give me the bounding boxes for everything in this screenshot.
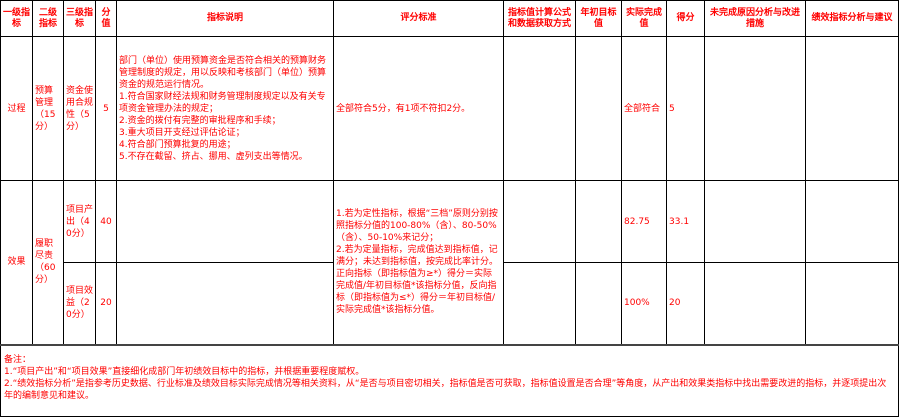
target-cell [575,180,622,263]
description-cell: 部门（单位）使用预算资金是否符合相关的预算财务管理制度的规定，用以反映和考核部门… [116,36,334,181]
actual-cell: 全部符合 [621,36,667,181]
header-suggestion: 绩效指标分析与建议 [805,0,899,37]
criteria-cell: 1.若为定性指标，根据“三档”原则分别按照指标分值的100-80%（含）、80-… [333,180,504,345]
level3-cell: 项目效益（20分） [63,262,96,345]
header-level3: 三级指标 [63,0,96,37]
actual-cell: 82.75 [621,180,667,263]
header-level2: 二级指标 [32,0,64,37]
formula-cell [503,262,576,345]
suggestion-cell [805,36,899,181]
formula-cell [503,180,576,263]
table-row: 过程 预算管理（15分） 资金使用合规性（5分） 5 部门（单位）使用预算资金是… [0,36,899,181]
level2-cell: 预算管理（15分） [32,36,64,181]
header-criteria: 评分标准 [333,0,504,37]
earned-cell: 5 [666,36,705,181]
header-score-value: 分值 [95,0,117,37]
notes-cell: 备注： 1.“项目产出”和“项目效果”直接细化成部门年初绩效目标中的指标，并根据… [0,343,899,417]
header-earned: 得分 [666,0,705,37]
suggestion-cell [805,262,899,345]
target-cell [575,36,622,181]
table-row: 效果 履职尽责（60分） 项目产出（40分） 40 1.若为定性指标，根据“三档… [0,180,899,345]
header-target: 年初目标值 [575,0,622,37]
suggestion-cell [805,180,899,263]
notes-row: 备注： 1.“项目产出”和“项目效果”直接细化成部门年初绩效目标中的指标，并根据… [0,343,899,417]
header-row: 一级指标 二级指标 三级指标 分值 指标说明 评分标准 指标值计算公式和数据获取… [0,0,899,37]
level2-cell: 履职尽责（60分） [32,180,64,345]
score-value-cell: 40 [95,180,117,263]
description-cell [116,262,334,345]
target-cell [575,262,622,345]
level3-cell: 资金使用合规性（5分） [63,36,96,181]
level1-cell: 过程 [0,36,33,181]
reason-cell [704,262,806,345]
earned-cell: 33.1 [666,180,705,263]
header-actual: 实际完成值 [621,0,667,37]
notes-line-2: 2.“绩效指标分析”是指参考历史数据、行业标准及绩效目标实际完成情况等相关资料，… [4,378,887,401]
description-cell [116,180,334,263]
earned-cell: 20 [666,262,705,345]
reason-cell [704,180,806,263]
level1-cell: 效果 [0,180,33,345]
header-description: 指标说明 [116,0,334,37]
notes-line-1: 1.“项目产出”和“项目效果”直接细化成部门年初绩效目标中的指标，并根据重要程度… [4,366,365,377]
criteria-cell: 全部符合5分，有1项不符扣2分。 [333,36,504,181]
formula-cell [503,36,576,181]
score-value-cell: 20 [95,262,117,345]
level3-cell: 项目产出（40分） [63,180,96,263]
score-value-cell: 5 [95,36,117,181]
header-level1: 一级指标 [0,0,33,37]
reason-cell [704,36,806,181]
actual-cell: 100% [621,262,667,345]
header-reason: 未完成原因分析与改进措施 [704,0,806,37]
notes-title: 备注： [4,354,32,365]
header-formula: 指标值计算公式和数据获取方式 [503,0,576,37]
table-row: 项目效益（20分） 20 100% 20 [1,262,899,345]
